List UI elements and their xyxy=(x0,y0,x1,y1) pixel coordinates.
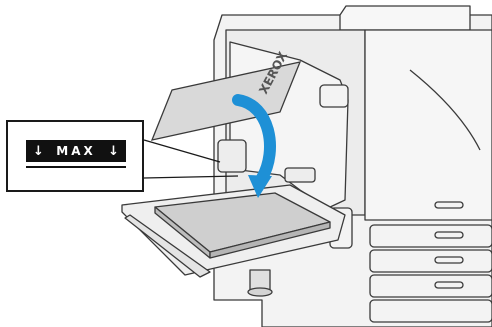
paper-drawer-3 xyxy=(370,275,492,297)
max-fill-label: ↓ MAX ↓ xyxy=(26,140,126,162)
paper-drawer-4 xyxy=(370,300,492,322)
max-fill-line xyxy=(26,166,126,168)
paper-drawer-2 xyxy=(370,250,492,272)
scanner-housing xyxy=(340,6,470,30)
paper-drawer-1 xyxy=(370,225,492,247)
tray-foot-base xyxy=(248,288,272,296)
arrow-down-icon: ↓ xyxy=(108,145,119,158)
arrow-down-icon: ↓ xyxy=(33,145,44,158)
door-latch xyxy=(320,85,348,107)
drawer-handle xyxy=(435,202,463,208)
callout-leader xyxy=(144,140,220,162)
drawer-handle xyxy=(435,232,463,238)
max-fill-callout: ↓ MAX ↓ xyxy=(6,120,144,192)
paper-guide xyxy=(218,140,246,172)
drawer-handle xyxy=(435,257,463,263)
right-panel xyxy=(365,30,492,220)
drawer-handle xyxy=(435,282,463,288)
paper-guide xyxy=(285,168,315,182)
max-text: MAX xyxy=(56,144,95,158)
